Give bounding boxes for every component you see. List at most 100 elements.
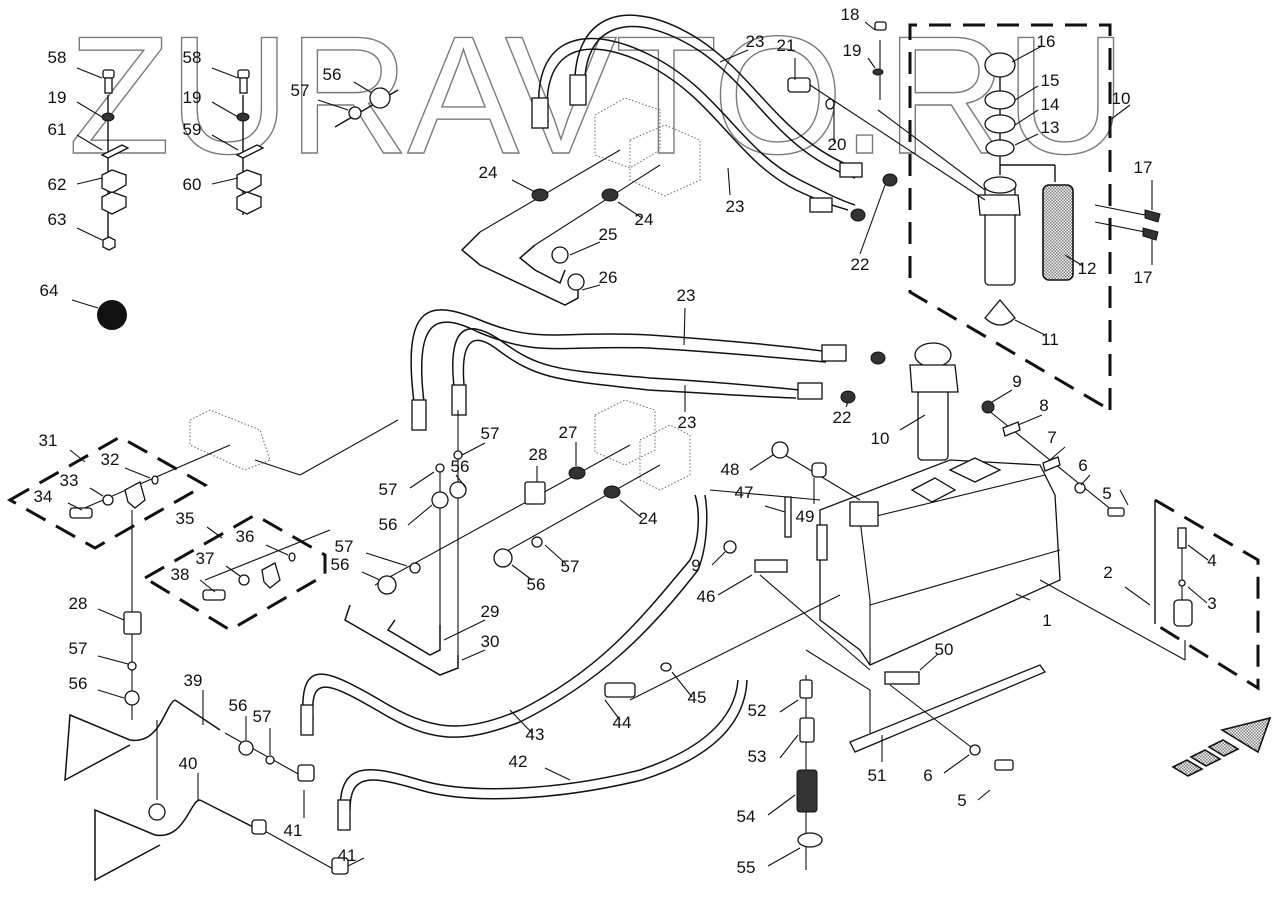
part-number-label: 45 — [688, 688, 707, 707]
callout-nut: 63 — [48, 210, 103, 241]
flange-kit-35-box — [142, 513, 327, 632]
leader-line — [511, 564, 533, 581]
callout-sleeve: 57 — [461, 424, 499, 456]
leader-line — [1014, 319, 1046, 336]
part-number-label: 63 — [48, 210, 67, 229]
part-number-label: 9 — [691, 556, 700, 575]
leader-line — [859, 184, 886, 255]
part-number-label: 19 — [843, 41, 862, 60]
part-number-label: 60 — [183, 175, 202, 194]
leader-line — [749, 454, 774, 471]
part-number-label: 64 — [40, 281, 59, 300]
part-number-label: 10 — [1112, 89, 1131, 108]
part-number-label: 5 — [1102, 484, 1111, 503]
leader-line — [1011, 45, 1043, 63]
callout-bolt: 58 — [183, 48, 239, 79]
callout-adapter: 24 — [479, 163, 536, 193]
leader-line — [899, 414, 926, 431]
part-number-label: 58 — [183, 48, 202, 67]
leader-line — [124, 467, 151, 479]
leader-line — [265, 544, 289, 556]
leader-line — [211, 101, 239, 118]
leader-line — [317, 99, 349, 111]
callout-adapter: 52 — [748, 699, 799, 720]
leader-line — [69, 449, 86, 463]
leader-line — [767, 847, 801, 867]
part-number-label: 58 — [48, 48, 67, 67]
leader-line — [1014, 109, 1039, 126]
leader-line — [1049, 446, 1066, 461]
part-number-label: 24 — [639, 509, 658, 528]
part-number-label: 48 — [721, 460, 740, 479]
part-number-label: 57 — [291, 81, 310, 100]
part-number-label: 18 — [841, 5, 860, 24]
filter-kit-box — [908, 23, 1112, 412]
leader-line — [76, 227, 103, 241]
callout-hose: 43 — [509, 709, 544, 744]
callout-reducer: 28 — [69, 594, 125, 621]
leader-line — [97, 689, 125, 699]
callout-o-ring: 45 — [671, 671, 707, 707]
leader-line — [1109, 104, 1131, 121]
callout-hose: 23 — [677, 286, 695, 346]
part-number-label: 12 — [1078, 259, 1097, 278]
leader-line — [1014, 133, 1039, 146]
leader-line — [544, 767, 571, 781]
callout-washer: 19 — [48, 88, 103, 118]
part-number-label: 54 — [737, 807, 756, 826]
callout-plate: 8 — [1017, 396, 1049, 426]
callout-reducer: 28 — [529, 445, 547, 482]
callout-sleeve: 57 — [253, 707, 271, 755]
leader-line — [1119, 489, 1129, 506]
leader-line — [76, 177, 103, 185]
callout-return-filter-assembly: 10 — [1109, 89, 1131, 121]
callout-nut: 53 — [748, 734, 799, 766]
leader-line — [1187, 586, 1208, 604]
part-number-label: 49 — [796, 507, 815, 526]
callout-o-ring: 32 — [101, 450, 151, 479]
part-number-label: 30 — [481, 632, 500, 651]
callout-sleeve: 57 — [544, 544, 579, 576]
callout-washer: 6 — [1078, 456, 1091, 486]
callout-gasket: 11 — [1014, 319, 1059, 349]
drain-plug-kit-box — [1154, 498, 1260, 691]
return-filter-lower — [909, 342, 959, 461]
leader-line — [1064, 254, 1084, 267]
part-number-label: 44 — [613, 713, 632, 732]
callout-filter-element: 12 — [1064, 254, 1097, 278]
part-number-label: 19 — [48, 88, 67, 107]
leader-line — [509, 709, 533, 734]
callout-bolt: 18 — [841, 5, 876, 31]
tube-39 — [64, 699, 221, 782]
part-number-label: 23 — [726, 197, 745, 216]
part-number-label: 41 — [284, 821, 303, 840]
leader-line — [407, 504, 433, 526]
part-number-label: 14 — [1041, 95, 1060, 114]
callout-spacer: 49 — [796, 478, 815, 526]
leader-line — [1017, 414, 1043, 426]
leader-line — [919, 653, 939, 671]
callout-fitting: 17 — [1134, 158, 1153, 210]
callout-fitting: 17 — [1134, 238, 1153, 287]
leader-line — [569, 241, 601, 256]
leader-line — [211, 177, 239, 185]
leader-line — [779, 699, 799, 713]
part-number-label: 61 — [48, 120, 67, 139]
part-number-label: 24 — [635, 210, 654, 229]
middle-hoses — [410, 309, 886, 431]
callout-nut: 56 — [451, 457, 469, 489]
leader-line — [1014, 85, 1039, 101]
part-number-label: 56 — [69, 674, 88, 693]
hydraulic-tank — [816, 457, 1061, 666]
callout-coupling: 54 — [737, 794, 796, 826]
leader-line — [511, 179, 536, 193]
callout-cap-screw: 38 — [171, 565, 216, 593]
callout-washer: 3 — [1187, 586, 1217, 613]
leader-line — [619, 499, 643, 519]
callout-plate: 61 — [48, 120, 103, 151]
leader-line — [455, 474, 467, 489]
leader-line — [617, 201, 643, 219]
leader-line — [864, 21, 876, 31]
part-number-label: 56 — [323, 65, 342, 84]
leader-line — [717, 574, 753, 596]
